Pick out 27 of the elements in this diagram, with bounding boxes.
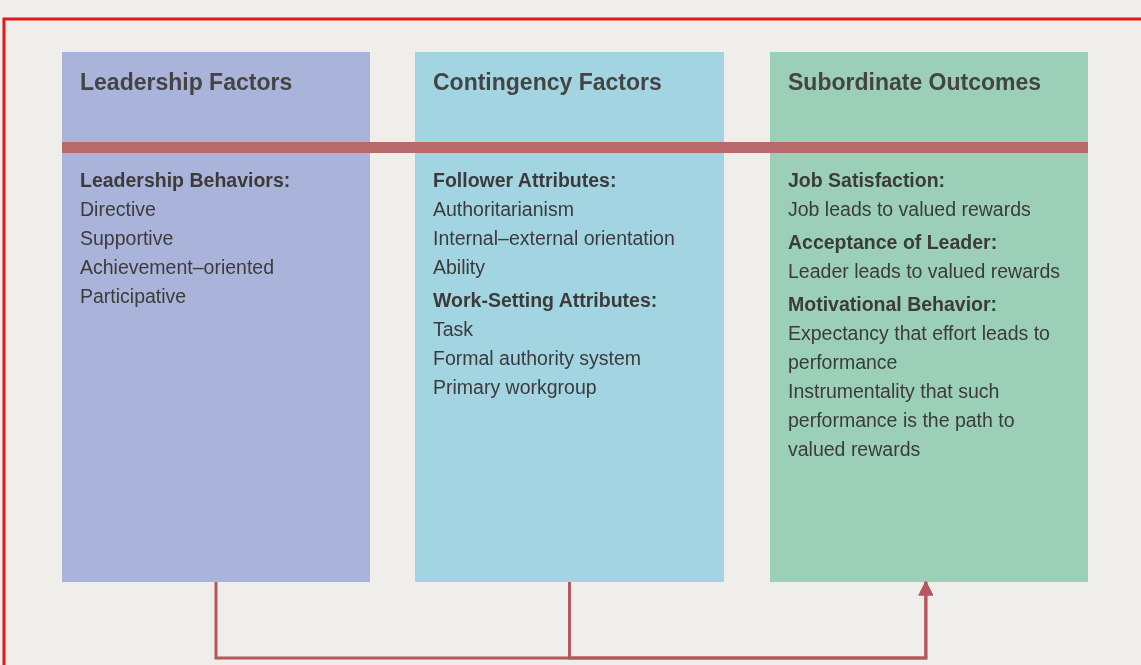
list-item: Instrumentality that such performance is the path to valued rewards: [788, 379, 1016, 462]
list-item: Leader leads to valued rewards: [788, 259, 1062, 284]
list-item: Directive: [80, 197, 157, 222]
section-heading: Acceptance of Leader:: [788, 230, 999, 255]
list-item: Task: [433, 317, 475, 342]
list-item: Authoritarianism: [433, 197, 575, 222]
section-heading: Motivational Behavior:: [788, 292, 999, 317]
column-panel: [62, 52, 370, 582]
section-heading: Leadership Behaviors:: [80, 168, 292, 193]
section-heading: Work-Setting Attributes:: [433, 288, 659, 313]
list-item: Ability: [433, 255, 487, 280]
list-item: Formal authority system: [433, 346, 643, 371]
column-panel: [770, 52, 1088, 582]
list-item: Internal–external orientation: [433, 226, 676, 251]
column-heading: Contingency Factors: [433, 68, 663, 97]
column-heading: Leadership Factors: [80, 68, 294, 97]
list-item: Job leads to valued rewards: [788, 197, 1032, 222]
column-heading: Subordinate Outcomes: [788, 68, 1043, 97]
section-heading: Follower Attributes:: [433, 168, 618, 193]
list-item: Participative: [80, 284, 188, 309]
connector-arrow: [568, 580, 934, 660]
list-item: Primary workgroup: [433, 375, 598, 400]
list-item: Expectancy that effort leads to performance: [788, 321, 1051, 375]
section-heading: Job Satisfaction:: [788, 168, 947, 193]
list-item: Supportive: [80, 226, 175, 251]
column-panel: [415, 52, 724, 582]
list-item: Achievement–oriented: [80, 255, 276, 280]
